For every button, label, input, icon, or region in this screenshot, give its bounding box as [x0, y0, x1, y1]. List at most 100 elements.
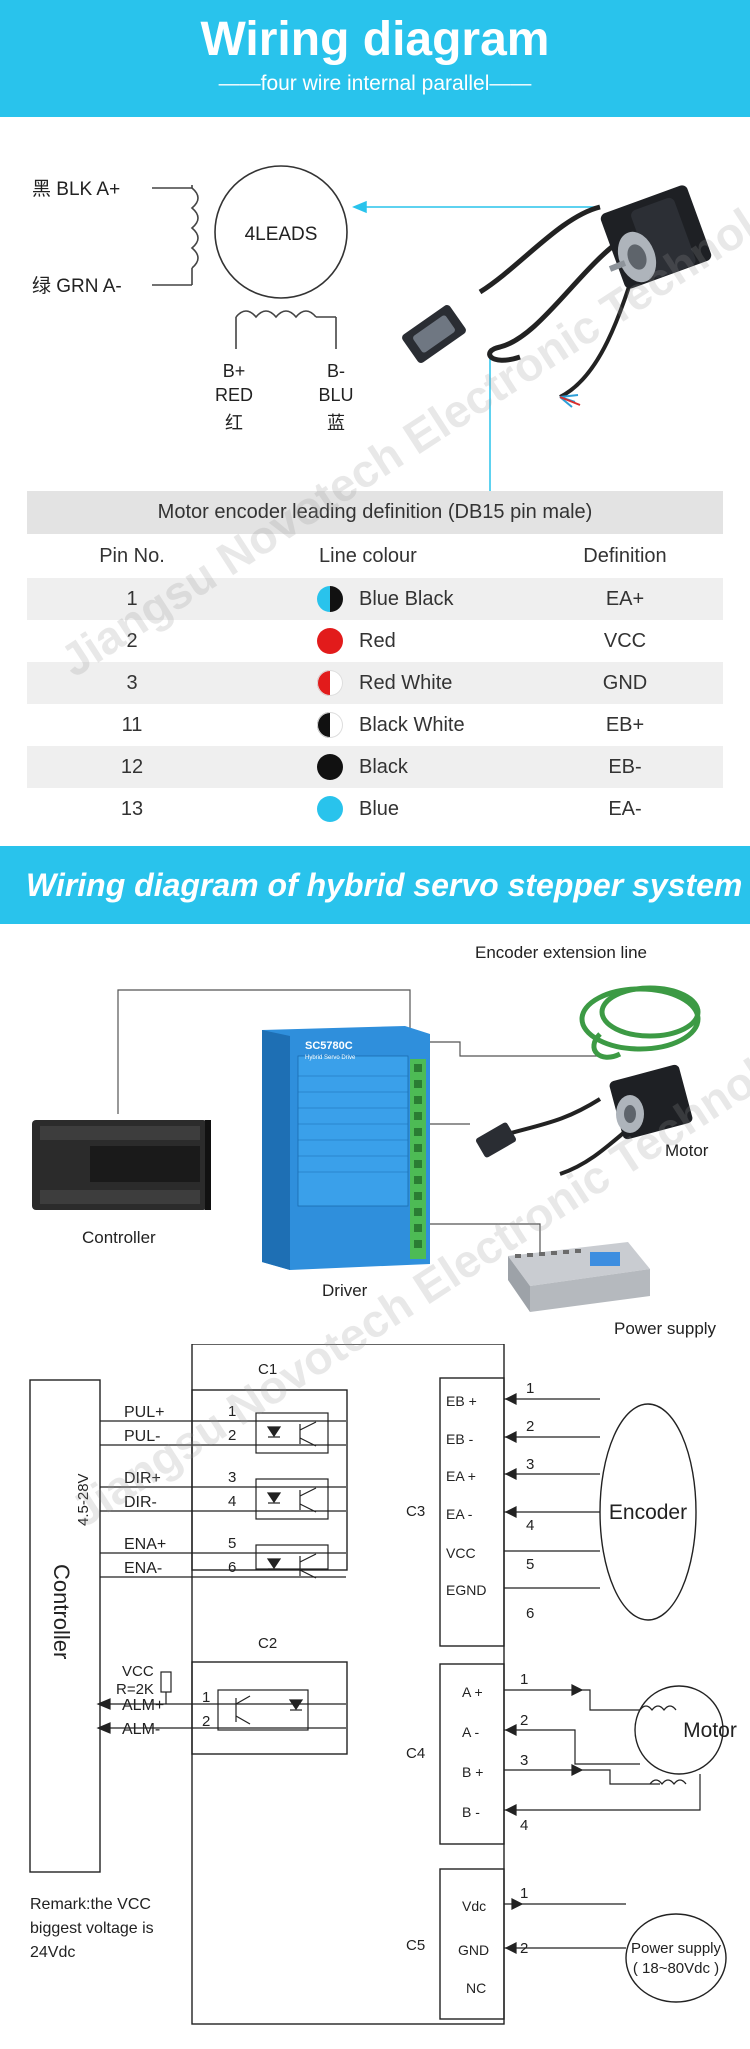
pin-2-label: 2	[228, 1427, 236, 1444]
c2-pin-2-label: 2	[202, 1713, 210, 1730]
coil-b-plus-color: RED	[215, 385, 253, 405]
driver-label: Driver	[322, 1281, 368, 1300]
driver-image	[262, 1026, 430, 1270]
motor-schematic-label: Motor	[683, 1719, 737, 1742]
table-header-row: Pin No. Line colour Definition	[27, 534, 723, 578]
colour-swatch-icon	[317, 754, 343, 780]
power-supply-image	[508, 1242, 650, 1312]
c3-pin-6: 6	[526, 1605, 534, 1622]
colour-swatch-icon	[317, 628, 343, 654]
pin-cell: 2	[126, 629, 138, 652]
coil-b-plus-code: B+	[223, 361, 246, 381]
optocoupler-c2	[96, 1671, 346, 1734]
power-supply-line1: Power supply	[631, 1940, 722, 1957]
c5-wires	[504, 1898, 626, 1954]
system-motor-label: Motor	[665, 1141, 709, 1160]
page-title: Wiring diagram	[200, 13, 550, 66]
system-banner: Wiring diagram of hybrid servo stepper s…	[0, 846, 750, 924]
vdc-label: Vdc	[462, 1898, 486, 1914]
coil-b-minus-color: BLU	[318, 385, 353, 405]
eb-plus-label: EB +	[446, 1393, 477, 1409]
coil-b-minus-cn: 蓝	[327, 413, 345, 433]
col-pin-header: Pin No.	[99, 544, 165, 567]
c4-pin-3: 3	[520, 1752, 528, 1769]
c3-pin-1: 1	[526, 1380, 534, 1397]
pin-3-label: 3	[228, 1469, 236, 1486]
definition-cell: EB-	[608, 755, 642, 778]
colour-cell: Red	[237, 628, 497, 654]
pul-plus-label: PUL+	[124, 1404, 164, 1421]
ena-minus-label: ENA-	[124, 1560, 162, 1577]
encoder-extension-cable	[579, 985, 701, 1060]
dir-minus-label: DIR-	[124, 1494, 157, 1511]
pin-6-label: 6	[228, 1559, 236, 1576]
title-banner: Wiring diagram ——four wire internal para…	[0, 0, 750, 117]
a-plus-label: A +	[462, 1684, 483, 1700]
c4-label: C4	[406, 1745, 425, 1762]
colour-name: Red White	[359, 671, 453, 694]
coil-b	[235, 310, 337, 349]
definition-cell: EA+	[605, 587, 645, 610]
driver-sub-label: Hybrid Servo Drive	[305, 1055, 356, 1061]
c1-label: C1	[258, 1361, 277, 1378]
ea-plus-label: EA +	[446, 1468, 476, 1484]
remark-line3: 24Vdc	[30, 1944, 75, 1961]
pul-minus-label: PUL-	[124, 1428, 160, 1445]
encoder-label: Encoder	[609, 1501, 687, 1524]
servo-motor-image	[402, 185, 712, 408]
dir-plus-label: DIR+	[124, 1470, 161, 1487]
encoder-line-label: Encoder extension line	[475, 943, 647, 962]
page-subtitle: ——four wire internal parallel——	[218, 72, 532, 95]
colour-name: Blue	[359, 797, 400, 820]
nc-label: NC	[466, 1980, 486, 1996]
driver-model-label: SC5780C	[305, 1040, 353, 1052]
coil-b-minus-code: B-	[327, 361, 345, 381]
definition-cell: EB+	[605, 713, 645, 736]
remark-line2: biggest voltage is	[30, 1920, 154, 1937]
eb-minus-label: EB -	[446, 1431, 474, 1447]
colour-swatch-icon	[317, 796, 343, 822]
c4-pin-1: 1	[520, 1671, 528, 1688]
coil-b-plus-cn: 红	[225, 413, 243, 433]
motor-leads-label: 4LEADS	[245, 224, 318, 245]
colour-name: Black	[359, 755, 408, 778]
pin-cell: 11	[121, 713, 143, 736]
c3-wires	[504, 1393, 600, 1589]
c2-pin-1-label: 1	[202, 1689, 210, 1706]
ea-minus-label: EA -	[446, 1506, 473, 1522]
vcc-label: VCC	[122, 1663, 154, 1680]
system-overview: Encoder extension line Controller	[32, 943, 717, 1338]
c4-pin-4: 4	[520, 1817, 528, 1834]
b-plus-label: B +	[462, 1764, 483, 1780]
definition-cell: EA-	[608, 797, 642, 820]
coil-a-plus-label: 黑 BLK A+	[32, 179, 120, 200]
controller-image	[32, 1120, 211, 1210]
power-supply-line2: ( 18~80Vdc )	[633, 1960, 719, 1977]
colour-cell: Blue	[237, 796, 497, 822]
optocouplers-c1	[100, 1412, 346, 1579]
controller-vertical-label: Controller	[49, 1564, 74, 1659]
c5-pin-1: 1	[520, 1885, 528, 1902]
pointer-lines	[352, 200, 600, 491]
pin-5-label: 5	[228, 1535, 236, 1552]
table-title: Motor encoder leading definition (DB15 p…	[27, 491, 723, 534]
pin-cell: 12	[120, 755, 144, 778]
col-definition-header: Definition	[583, 544, 667, 567]
egnd-label: EGND	[446, 1582, 486, 1598]
system-motor-image	[476, 1064, 693, 1176]
colour-swatch-icon	[317, 712, 343, 738]
colour-name: Blue Black	[359, 587, 454, 610]
controller-label: Controller	[82, 1228, 156, 1247]
colour-cell: Black	[237, 754, 497, 780]
schematic-frames	[29, 1344, 727, 2025]
a-minus-label: A -	[462, 1724, 479, 1740]
wiring-schematic: Controller 4.5-28V C1 C2 C3 C4 C5 PUL+ P…	[29, 1344, 737, 2025]
colour-cell: Blue Black	[237, 586, 497, 612]
c2-label: C2	[258, 1635, 277, 1652]
colour-swatch-icon	[317, 670, 343, 696]
c3-pin-4: 4	[526, 1517, 534, 1534]
c4-pin-2: 2	[520, 1712, 528, 1729]
